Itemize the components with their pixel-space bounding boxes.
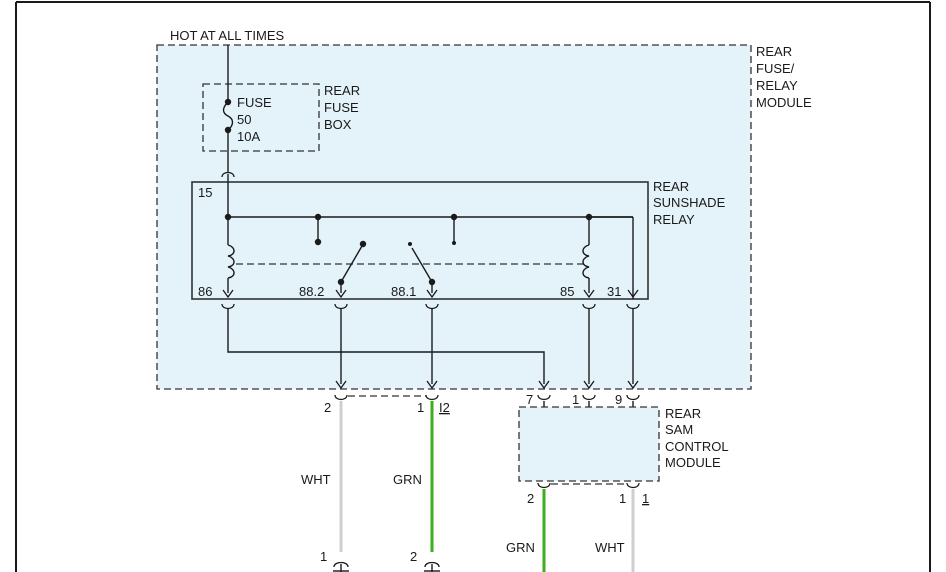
- module-pin-1-label: 1: [417, 400, 424, 415]
- bottom-pin-1-label: 1: [320, 549, 327, 564]
- relay-pin-85-label: 85: [560, 284, 574, 299]
- sam-module-title-line-4: MODULE: [665, 455, 721, 470]
- module-cup-7: [537, 394, 551, 401]
- relay-pin-15-label: 15: [198, 185, 212, 200]
- fuse-box-title-line-2: FUSE: [324, 100, 359, 115]
- relay-title-line-3: RELAY: [653, 212, 695, 227]
- sam-module-title-line-2: SAM: [665, 422, 693, 437]
- wire-86-to-pin-7: [227, 308, 545, 384]
- sam-pin-1-label: 1: [619, 491, 626, 506]
- sam-module-title-line-3: CONTROL: [665, 439, 729, 454]
- sam-connector-id-label: 1: [642, 491, 649, 506]
- fuse-relay-module-title-line-1: REAR: [756, 44, 792, 59]
- fuse-symbol: [222, 101, 234, 131]
- fuse-box-title: REAR FUSE BOX: [324, 83, 360, 132]
- switch-88-1-tip: [408, 242, 412, 246]
- fuse-box-title-line-3: BOX: [324, 117, 352, 132]
- bottom-cup-1: [333, 561, 349, 568]
- relay-title-line-1: REAR: [653, 179, 689, 194]
- relay-title-line-2: SUNSHADE: [653, 195, 726, 210]
- fuse-label: FUSE 50 10A: [237, 95, 272, 144]
- rear-sunshade-relay-box: [191, 181, 649, 300]
- module-pin-1b-label: 1: [572, 392, 579, 407]
- module-arrow-1: [426, 380, 438, 390]
- sam-module-title-line-1: REAR: [665, 406, 701, 421]
- rear-sam-control-module-box: [518, 406, 660, 482]
- wire-wht-left-label: WHT: [301, 472, 331, 487]
- pin-86-arrow: [222, 289, 234, 299]
- sam-cup-2: [537, 482, 551, 489]
- module-arrow-1b: [583, 380, 595, 390]
- pin-85-arrow: [583, 289, 595, 299]
- module-pin-2-label: 2: [324, 400, 331, 415]
- relay-pin-31-label: 31: [607, 284, 621, 299]
- module-cup-2: [334, 394, 348, 401]
- fuse-relay-module-title-line-4: MODULE: [756, 95, 812, 110]
- relay-coil-left: [227, 244, 235, 279]
- switch-88-1-blade: [411, 247, 433, 283]
- fuse-box-title-line-1: REAR: [324, 83, 360, 98]
- pin-88-2-arrow: [335, 289, 347, 299]
- sam-module-title: REAR SAM CONTROL MODULE: [665, 406, 729, 470]
- fuse-label-line-3: 10A: [237, 129, 260, 144]
- bottom-pin-2-label: 2: [410, 549, 417, 564]
- fuse-label-line-1: FUSE: [237, 95, 272, 110]
- pin-88-1-arrow: [426, 289, 438, 299]
- module-arrow-7: [538, 380, 550, 390]
- bus-junction-1: [224, 213, 232, 221]
- module-arrow-9: [627, 380, 639, 390]
- relay-pin-15-connector: [221, 171, 235, 178]
- sam-pin-2-label: 2: [527, 491, 534, 506]
- fuse-relay-module-title-line-2: FUSE/: [756, 61, 795, 76]
- module-cup-9: [626, 394, 640, 401]
- wire-grn-right-label: GRN: [506, 540, 535, 555]
- pin-31-arrow: [627, 289, 639, 299]
- fuse-label-line-2: 50: [237, 112, 251, 127]
- relay-pin-86-label: 86: [198, 284, 212, 299]
- fuse-relay-module-title: REAR FUSE/ RELAY MODULE: [756, 44, 812, 110]
- module-pin-9-label: 9: [615, 392, 622, 407]
- bottom-cup-2: [424, 561, 440, 568]
- module-cup-1b: [582, 394, 596, 401]
- switch-88-2-tip: [359, 240, 367, 248]
- relay-coil-right: [582, 244, 590, 279]
- switch-88-2-blade: [340, 245, 363, 283]
- relay-pin-88-2-label: 88.2: [299, 284, 324, 299]
- module-pin-7-label: 7: [526, 392, 533, 407]
- relay-pin-88-1-label: 88.1: [391, 284, 416, 299]
- fuse-box: [202, 83, 320, 152]
- fuse-relay-module-title-line-3: RELAY: [756, 78, 798, 93]
- hot-at-all-times-label: HOT AT ALL TIMES: [170, 28, 284, 43]
- module-cup-1: [425, 394, 439, 401]
- wire-wht-right-label: WHT: [595, 540, 625, 555]
- sam-cup-1: [626, 482, 640, 489]
- relay-title: REAR SUNSHADE RELAY: [653, 179, 726, 227]
- wire-grn-left-label: GRN: [393, 472, 422, 487]
- contact-left-fixed: [314, 238, 322, 246]
- module-arrow-2: [335, 380, 347, 390]
- contact-right-fixed: [452, 241, 456, 245]
- module-connector-id-label: I2: [439, 400, 450, 415]
